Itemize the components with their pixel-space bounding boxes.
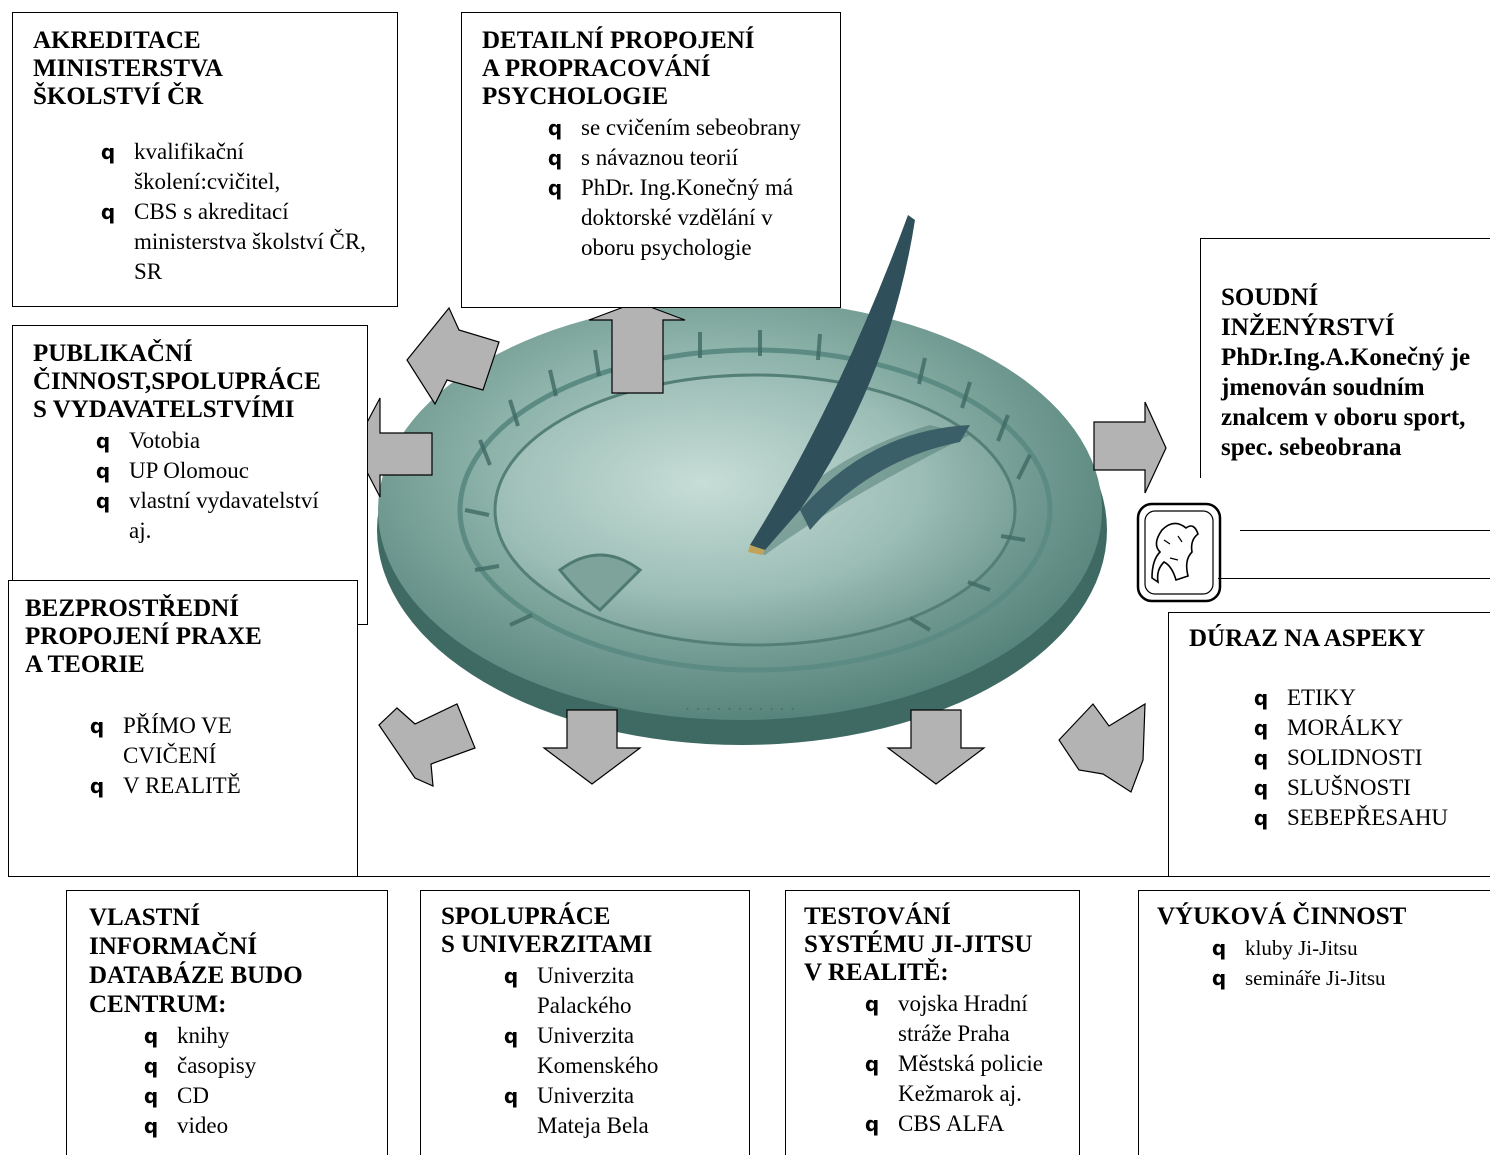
box-soudni: SOUDNÍ INŽENÝRSTVÍ PhDr.Ing.A.Konečný je… (1200, 238, 1490, 478)
box-vlastni: VLASTNÍ INFORMAČNÍ DATABÁZE BUDO CENTRUM… (66, 890, 388, 1155)
divider-line (1240, 530, 1490, 531)
svg-text:· · · · · · · · · · ·: · · · · · · · · · · · (685, 699, 796, 719)
arrow-up-icon (588, 301, 686, 394)
lion-seal-emblem (1136, 502, 1222, 603)
box-title: PUBLIKAČNÍ ČINNOST,SPOLUPRÁCE S VYDAVATE… (33, 340, 321, 423)
divider-line (8, 876, 1490, 877)
bullet-icon: q (95, 459, 111, 483)
arrow-down-icon (542, 709, 642, 785)
bullet-icon: q (100, 200, 116, 224)
bullet-icon: q (143, 1084, 159, 1108)
soudni-text: SOUDNÍ INŽENÝRSTVÍ PhDr.Ing.A.Konečný je… (1221, 284, 1471, 461)
bullet-icon: q (95, 429, 111, 453)
bullet-icon: q (547, 176, 563, 200)
bullet-icon: q (1253, 716, 1269, 740)
sundial-illustration: · · · · · · · · · · · (377, 215, 1107, 745)
bullet-icon: q (503, 1024, 519, 1048)
divider-line (1218, 578, 1490, 579)
bullet-icon: q (864, 1112, 880, 1136)
box-publikacni: PUBLIKAČNÍ ČINNOST,SPOLUPRÁCE S VYDAVATE… (12, 325, 368, 625)
bullet-icon: q (95, 489, 111, 513)
box-title: DETAILNÍ PROPOJENÍ A PROPRACOVÁNÍ PSYCHO… (482, 27, 755, 110)
arrow-left-icon (353, 397, 433, 498)
bullet-icon: q (1253, 746, 1269, 770)
arrow-up-left-icon (406, 306, 500, 406)
box-title: SPOLUPRÁCE S UNIVERZITAMI (441, 903, 653, 958)
bullet-icon: q (1253, 806, 1269, 830)
box-title: VLASTNÍ INFORMAČNÍ DATABÁZE BUDO CENTRUM… (89, 904, 303, 1018)
bullet-icon: q (89, 714, 105, 738)
arrow-down-right-icon (1058, 702, 1146, 793)
arrow-right-icon (1093, 401, 1167, 494)
box-title: TESTOVÁNÍ SYSTÉMU JI-JITSU V REALITĚ: (804, 903, 1033, 986)
box-title: BEZPROSTŘEDNÍ PROPOJENÍ PRAXE A TEORIE (25, 595, 262, 678)
bullet-icon: q (1253, 776, 1269, 800)
bullet-icon: q (1211, 966, 1227, 990)
bullet-icon: q (503, 964, 519, 988)
bullet-icon: q (547, 146, 563, 170)
bullet-icon: q (143, 1054, 159, 1078)
bullet-icon: q (864, 1052, 880, 1076)
box-title: VÝUKOVÁ ČINNOST (1157, 903, 1407, 930)
box-detailni: DETAILNÍ PROPOJENÍ A PROPRACOVÁNÍ PSYCHO… (461, 12, 841, 308)
bullet-icon: q (503, 1084, 519, 1108)
box-title: AKREDITACE MINISTERSTVA ŠKOLSTVÍ ČR (33, 27, 223, 110)
bullet-icon: q (1211, 936, 1227, 960)
bullet-icon: q (864, 992, 880, 1016)
box-bezprostredni: BEZPROSTŘEDNÍ PROPOJENÍ PRAXE A TEORIE q… (8, 580, 358, 877)
bullet-icon: q (1253, 686, 1269, 710)
bullet-icon: q (89, 774, 105, 798)
bullet-icon: q (143, 1024, 159, 1048)
arrow-down-icon (886, 709, 986, 785)
bullet-icon: q (143, 1114, 159, 1138)
bullet-icon: q (547, 116, 563, 140)
arrow-down-left-icon (378, 703, 476, 787)
bullet-icon: q (100, 140, 116, 164)
box-title: DÚRAZ NA ASPEKY (1189, 625, 1426, 652)
